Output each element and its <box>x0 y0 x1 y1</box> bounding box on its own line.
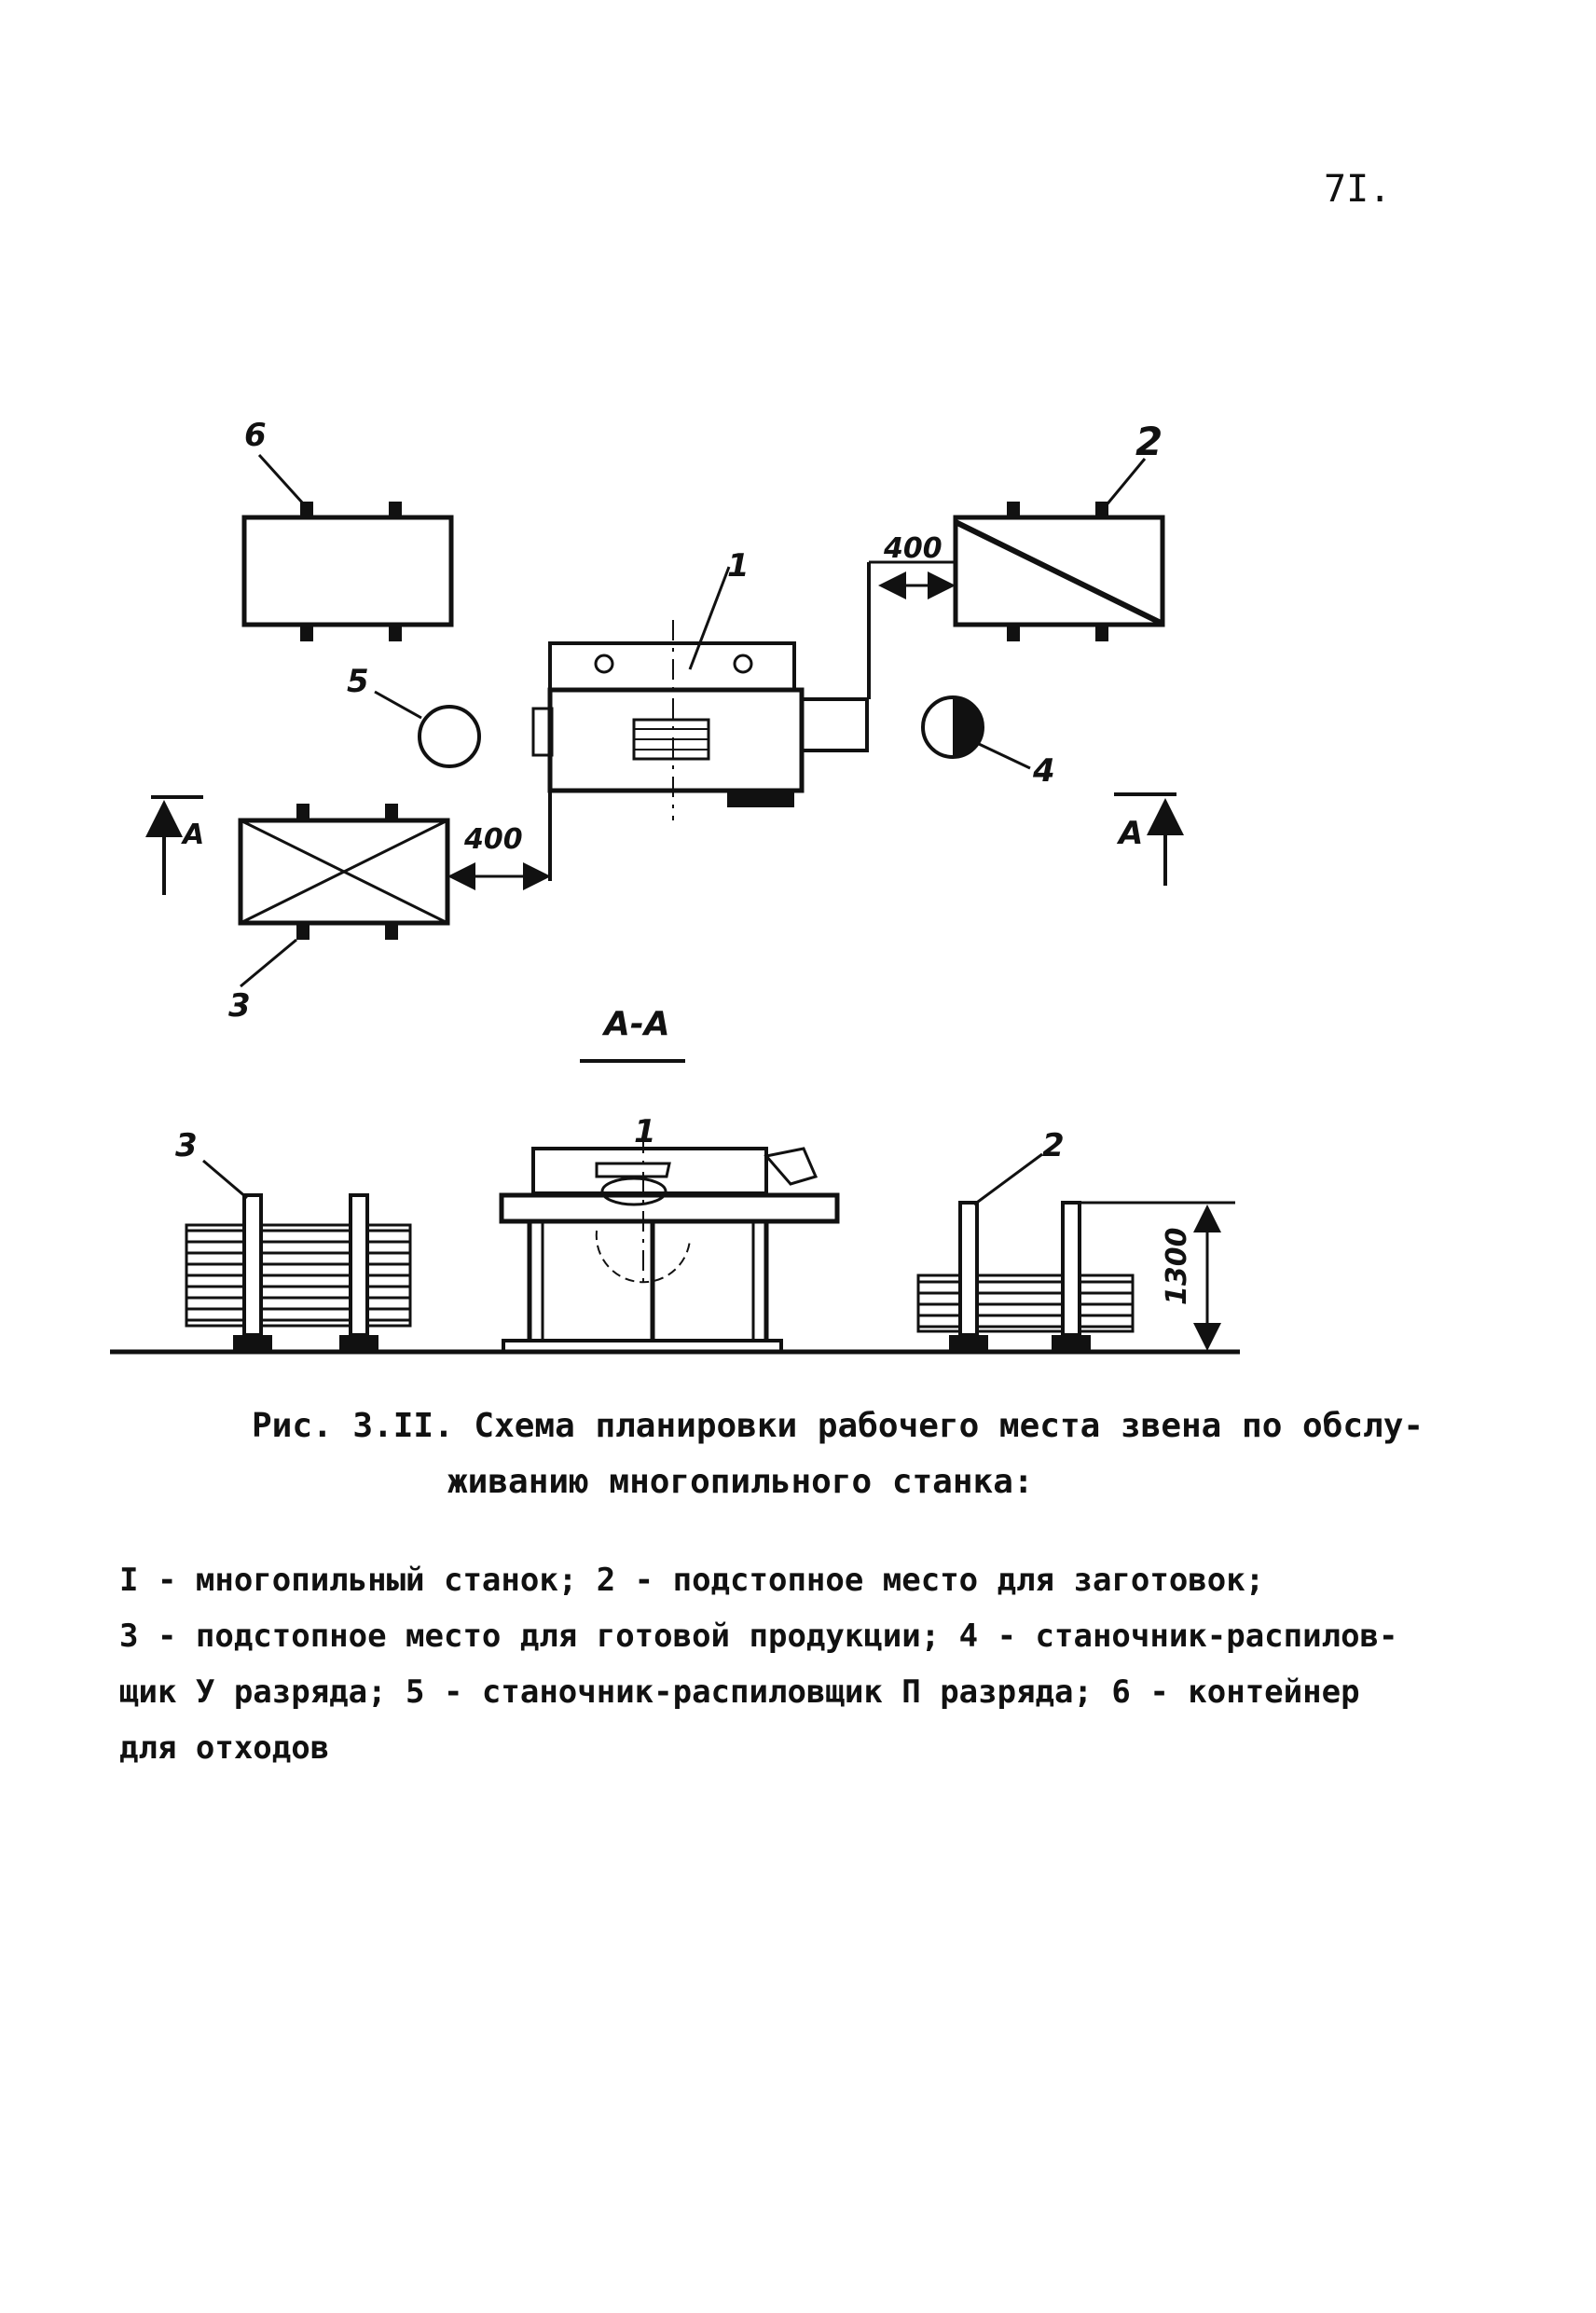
section-machine-1: 1 <box>499 1113 840 1354</box>
multi-saw-machine-1: 1 <box>531 547 869 820</box>
caption-line-2: живанию многопильного станка: <box>447 1463 1034 1501</box>
legend-line-2: 3 - подстопное место для готовой продукц… <box>119 1618 1398 1655</box>
section-title: A-A <box>601 1005 670 1043</box>
legend-line-3: щик У разряда; 5 - станочник-распиловщик… <box>119 1673 1360 1711</box>
section-marker-left: A <box>145 795 204 895</box>
section-label-2: 2 <box>1042 1127 1065 1164</box>
section-label-1: 1 <box>634 1113 656 1150</box>
section-left-label: A <box>181 819 204 851</box>
section-marker-right: A <box>1114 792 1184 886</box>
product-stock-place-3: 3 <box>228 804 450 1025</box>
legend-line-4: для отходов <box>119 1729 330 1767</box>
legend-line-1: I - многопильный станок; 2 - подстопное … <box>119 1562 1265 1599</box>
section-label-3: 3 <box>175 1127 198 1164</box>
label-2: 2 <box>1135 419 1163 464</box>
caption-line-1: Рис. 3.II. Схема планировки рабочего мес… <box>252 1407 1424 1445</box>
label-3: 3 <box>228 987 251 1025</box>
operator-4: 4 <box>921 695 1055 790</box>
section-stack-3: 3 <box>175 1127 412 1352</box>
label-4: 4 <box>1032 752 1055 790</box>
dimension-left-400: 400 <box>447 791 552 890</box>
label-5: 5 <box>347 663 369 700</box>
dimension-right-label: 400 <box>883 532 942 565</box>
dimension-height-1300: 1300 <box>1072 1201 1235 1351</box>
dimension-height-label: 1300 <box>1161 1228 1193 1306</box>
operator-5: 5 <box>347 663 481 768</box>
dimension-right-400: 400 <box>867 532 956 699</box>
figure-legend: I - многопильный станок; 2 - подстопное … <box>119 1552 1518 1776</box>
blank-stock-place-2: 2 <box>953 419 1165 641</box>
label-6: 6 <box>244 417 267 454</box>
section-stack-2: 2 <box>916 1127 1135 1352</box>
waste-container-6: 6 <box>241 417 454 641</box>
dimension-left-label: 400 <box>463 823 523 856</box>
label-1: 1 <box>727 547 750 585</box>
page-number: 7I. <box>1324 168 1392 211</box>
section-right-label: A <box>1116 815 1143 852</box>
figure-caption: Рис. 3.II. Схема планировки рабочего мес… <box>252 1398 1501 1510</box>
